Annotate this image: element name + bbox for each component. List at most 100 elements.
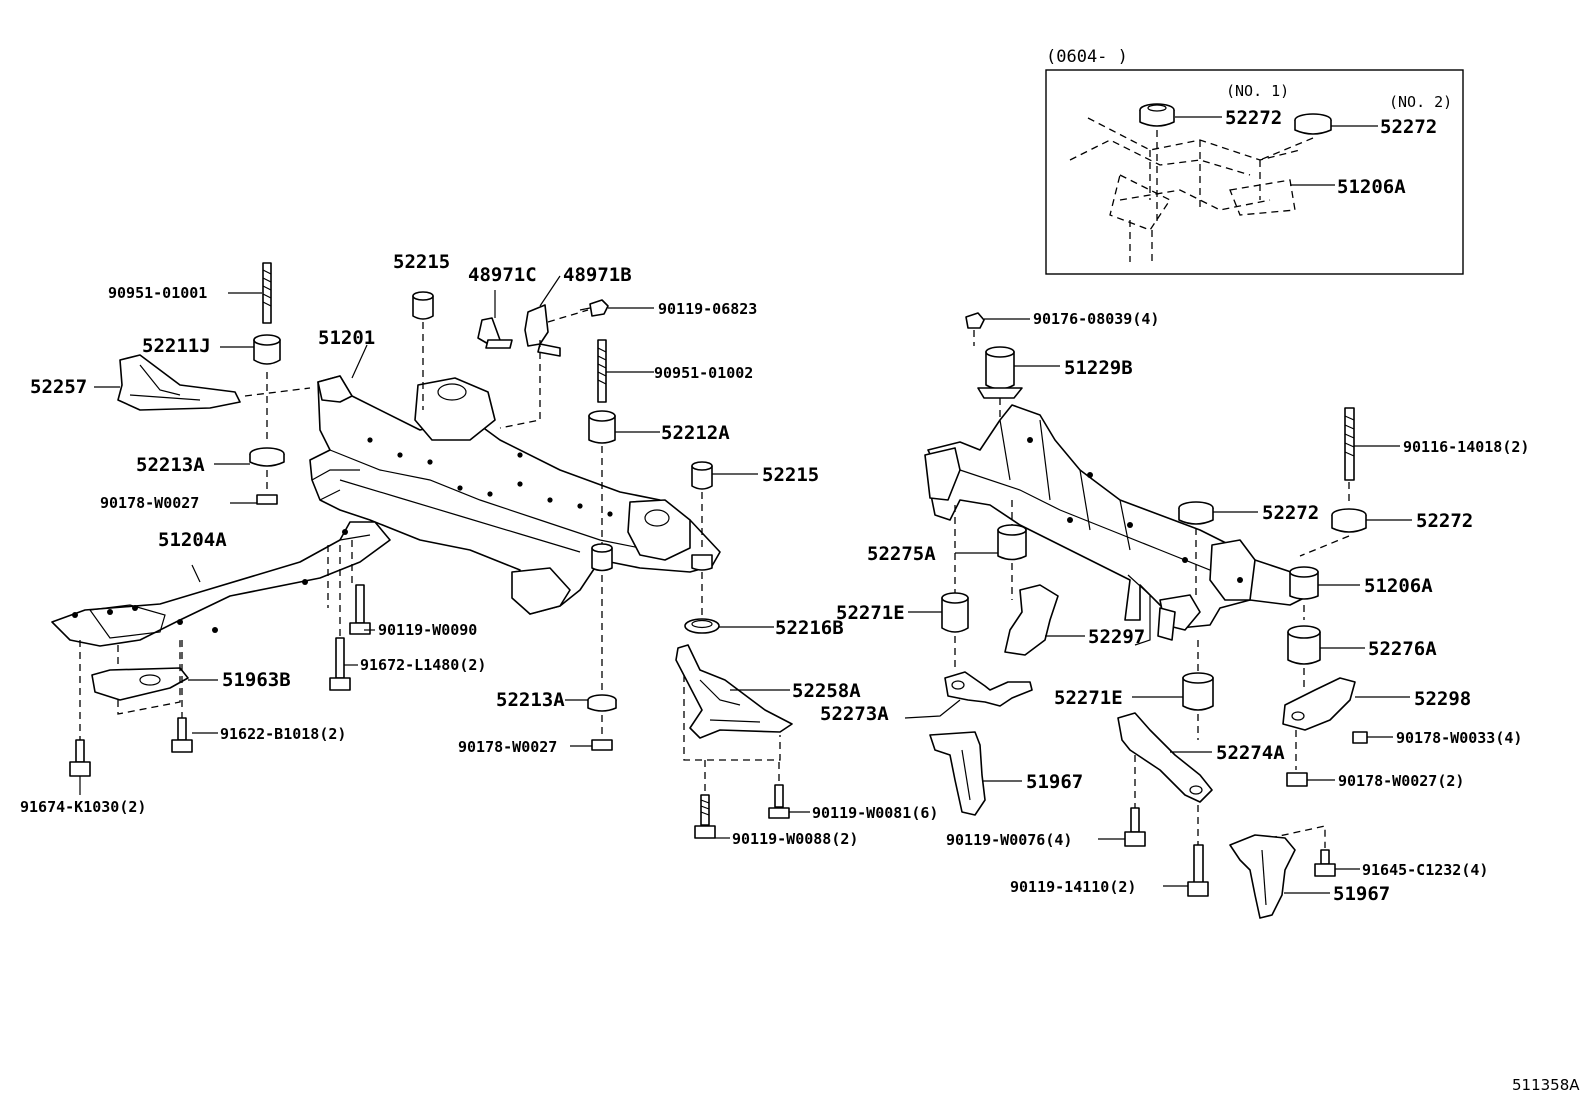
- bolt-91674-k1030: [75, 739, 85, 763]
- label-51967-lower: 51967: [1333, 883, 1390, 905]
- label-90119-w0076: 90119-W0076(4): [946, 831, 1072, 849]
- label-52275a: 52275A: [867, 543, 936, 565]
- label-90176-08039: 90176-08039(4): [1033, 310, 1159, 328]
- label-51206a: 51206A: [1364, 575, 1433, 597]
- inset-label-no2: (NO. 2): [1389, 93, 1452, 111]
- label-51963b: 51963B: [222, 669, 291, 691]
- bracket-52298: [1282, 677, 1356, 731]
- label-90119-w0081: 90119-W0081(6): [812, 804, 938, 822]
- bushing-52215-mid: [691, 465, 713, 490]
- inset-label-51206a: 51206A: [1337, 176, 1406, 198]
- label-52216b: 52216B: [775, 617, 844, 639]
- bolt-90119-w0081: [774, 784, 784, 808]
- label-48971c: 48971C: [468, 264, 537, 286]
- label-52274a: 52274A: [1216, 742, 1285, 764]
- link-52274a: [1117, 712, 1213, 803]
- label-51967-upper: 51967: [1026, 771, 1083, 793]
- label-52273a: 52273A: [820, 703, 889, 725]
- inset-label-no1: (NO. 1): [1226, 82, 1289, 100]
- label-91622-b1018: 91622-B1018(2): [220, 725, 346, 743]
- bolt-90119-14110: [1193, 844, 1204, 884]
- bolt-90119-w0090: [355, 584, 365, 624]
- label-90178-w0027-right: 90178-W0027(2): [1338, 772, 1464, 790]
- stud-90951-01001: [262, 262, 272, 324]
- label-52298: 52298: [1414, 688, 1471, 710]
- label-90951-01001: 90951-01001: [108, 284, 207, 302]
- label-51201: 51201: [318, 327, 375, 349]
- plate-51204a: [51, 521, 391, 647]
- bushing-52276a: [1287, 631, 1321, 665]
- inset-frame: [1045, 69, 1464, 275]
- bracket-52258a: [675, 644, 793, 739]
- link-52273a: [944, 671, 1033, 707]
- bracket-52297: [1004, 584, 1059, 656]
- inset-label-52272-no2: 52272: [1380, 116, 1437, 138]
- label-52213a-mid: 52213A: [496, 689, 565, 711]
- bolt-91645-c1232: [1320, 849, 1330, 865]
- label-90119-14110: 90119-14110(2): [1010, 878, 1136, 896]
- front-subframe-group: [51, 262, 810, 839]
- bracket-51963b: [91, 667, 189, 701]
- inset-label-52272-no1: 52272: [1225, 107, 1282, 129]
- bolt-90119-w0076-head: [1124, 831, 1146, 847]
- label-52215-top: 52215: [393, 251, 450, 273]
- label-90178-w0027-left: 90178-W0027: [100, 494, 199, 512]
- label-91672-l1480: 91672-L1480(2): [360, 656, 486, 674]
- bushing-52271e-lower: [1182, 677, 1214, 711]
- rear-subframe-group: [904, 312, 1412, 919]
- label-52276a: 52276A: [1368, 638, 1437, 660]
- label-90178-w0027-mid: 90178-W0027: [458, 738, 557, 756]
- bracket-48971b: [524, 304, 549, 347]
- nut-90176-08039: [965, 312, 985, 329]
- bushing-52212a: [588, 415, 616, 444]
- label-52297: 52297: [1088, 626, 1145, 648]
- figure-id: 511358A: [1512, 1076, 1580, 1094]
- crossmember-51201: [309, 375, 721, 615]
- stud-90116-14018: [1344, 407, 1355, 481]
- label-52258a: 52258A: [792, 680, 861, 702]
- label-51204a: 51204A: [158, 529, 227, 551]
- stud-90951-01002: [597, 339, 607, 403]
- label-90119-w0090: 90119-W0090: [378, 621, 477, 639]
- label-52272-center: 52272: [1262, 502, 1319, 524]
- label-52257: 52257: [30, 376, 87, 398]
- inset-date-range: (0604- ): [1046, 47, 1128, 67]
- inset-panel: (0604- ) (NO. 1) 52272 (NO. 2) 52272 512…: [1045, 47, 1464, 275]
- nut-90178-w0027-right: [1286, 772, 1308, 787]
- bolt-90119-w0088: [700, 794, 710, 826]
- bushing-52211j: [253, 339, 281, 365]
- label-90178-w0033: 90178-W0033(4): [1396, 729, 1522, 747]
- part-number-labels: 90951-01001 52211J 52257 52215 48971C 48…: [20, 251, 1580, 1094]
- label-90119-06823: 90119-06823: [658, 300, 757, 318]
- bracket-52257: [117, 354, 241, 411]
- bracket-51967-lower: [1229, 834, 1296, 919]
- bolt-90119-w0076: [1130, 807, 1140, 833]
- label-51229b: 51229B: [1064, 357, 1133, 379]
- label-90119-w0088: 90119-W0088(2): [732, 830, 858, 848]
- bushing-52271e-upper: [941, 597, 969, 633]
- nut-90178-w0027-mid: [591, 739, 613, 751]
- bracket-51967-upper: [929, 731, 986, 816]
- subframe-51206: [927, 404, 1311, 629]
- bolt-91622-b1018: [177, 717, 187, 741]
- label-91645-c1232: 91645-C1232(4): [1362, 861, 1488, 879]
- bolt-91672-l1480: [335, 637, 345, 679]
- label-91674-k1030: 91674-K1030(2): [20, 798, 146, 816]
- nut-90178-w0033: [1352, 731, 1368, 744]
- label-90116-14018: 90116-14018(2): [1403, 438, 1529, 456]
- nut-90178-w0027-left: [256, 494, 278, 505]
- bolt-90119-06823: [589, 299, 609, 317]
- label-52211j: 52211J: [142, 335, 211, 357]
- label-52212a: 52212A: [661, 422, 730, 444]
- label-90951-01002: 90951-01002: [654, 364, 753, 382]
- label-48971b: 48971B: [563, 264, 632, 286]
- bushing-51206a: [1289, 571, 1319, 600]
- label-52271e-lower: 52271E: [1054, 687, 1123, 709]
- bushing-52275a: [997, 529, 1027, 561]
- bushing-52215-top: [412, 295, 434, 320]
- label-52271e-upper: 52271E: [836, 602, 905, 624]
- label-52272-right: 52272: [1416, 510, 1473, 532]
- label-52215-mid: 52215: [762, 464, 819, 486]
